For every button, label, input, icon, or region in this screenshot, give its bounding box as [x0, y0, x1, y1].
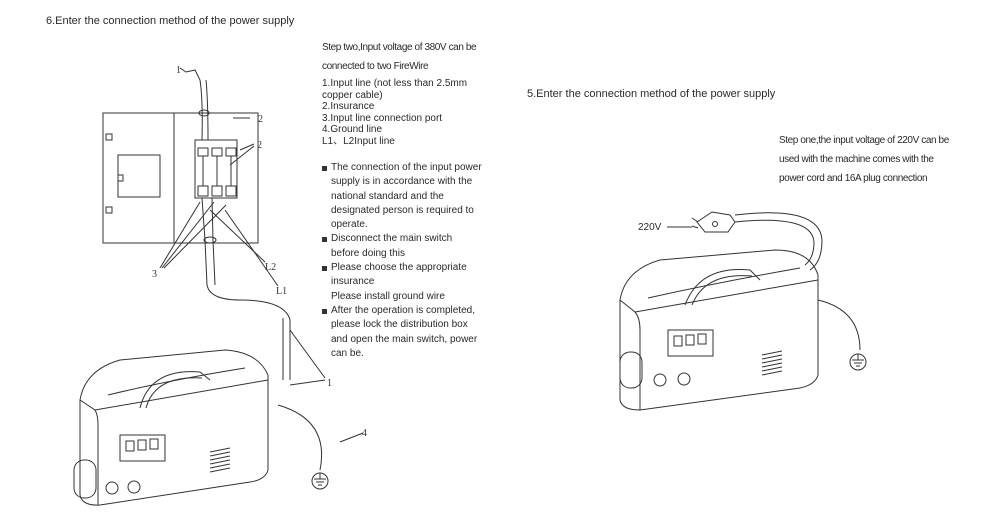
note-bullet: Disconnect the main switch: [322, 232, 512, 246]
section6-title: 6.Enter the connection method of the pow…: [46, 15, 295, 27]
callout-l1: L1: [276, 286, 287, 297]
note-line: before doing this: [331, 247, 405, 259]
box-window: [117, 154, 161, 198]
note-line: and open the main switch, power: [331, 333, 478, 345]
vent-right: [761, 350, 783, 376]
note-bullet: After the operation is completed,: [322, 304, 512, 318]
note-line: national standard and the: [331, 190, 444, 202]
callout-l2: L2: [265, 262, 276, 273]
callout-2-side: 2: [258, 114, 263, 125]
voltage-220v-label: 220V: [638, 222, 662, 233]
parts-list: 1.Input line (not less than 2.5mm copper…: [322, 78, 512, 147]
welding-machine-left: [73, 349, 269, 506]
note-bullet: Please choose the appropriate: [322, 261, 512, 275]
part-l1-l2: L1、L2Input line: [322, 135, 395, 147]
callout-2-fuse: 2: [257, 140, 262, 151]
callout-1-top: 1: [176, 65, 181, 76]
vent-left: [209, 447, 231, 473]
part-3: 3.Input line connection port: [322, 112, 443, 124]
note-bullet: The connection of the input power: [322, 161, 512, 175]
step-two-text: Step two,Input voltage of 380V can be co…: [322, 42, 477, 72]
part-2: 2.Insurance: [322, 101, 375, 112]
note-line: designated person is required to: [331, 204, 474, 216]
part-1: 1.Input line (not less than 2.5mm: [322, 78, 468, 89]
fuse-block: [194, 139, 238, 199]
note-line: insurance: [331, 276, 375, 288]
note-line: operate.: [331, 219, 368, 231]
step-one-text: Step one,the input voltage of 220V can b…: [779, 135, 949, 184]
distribution-box: [102, 112, 259, 244]
part-1-cont: copper cable): [322, 89, 383, 101]
callout-4: 4: [362, 428, 367, 439]
welding-machine-right: [619, 212, 867, 411]
callout-3: 3: [152, 269, 157, 280]
note-line: supply is in accordance with the: [331, 176, 473, 188]
part-4: 4.Ground line: [322, 124, 383, 135]
note-line: Please install ground wire: [331, 290, 445, 302]
note-line: please lock the distribution box: [331, 319, 468, 331]
callout-1-cable: 1: [327, 378, 332, 389]
section5-title: 5.Enter the connection method of the pow…: [527, 88, 776, 100]
note-line: can be.: [331, 347, 364, 359]
plug-16a-icon: [667, 211, 736, 233]
